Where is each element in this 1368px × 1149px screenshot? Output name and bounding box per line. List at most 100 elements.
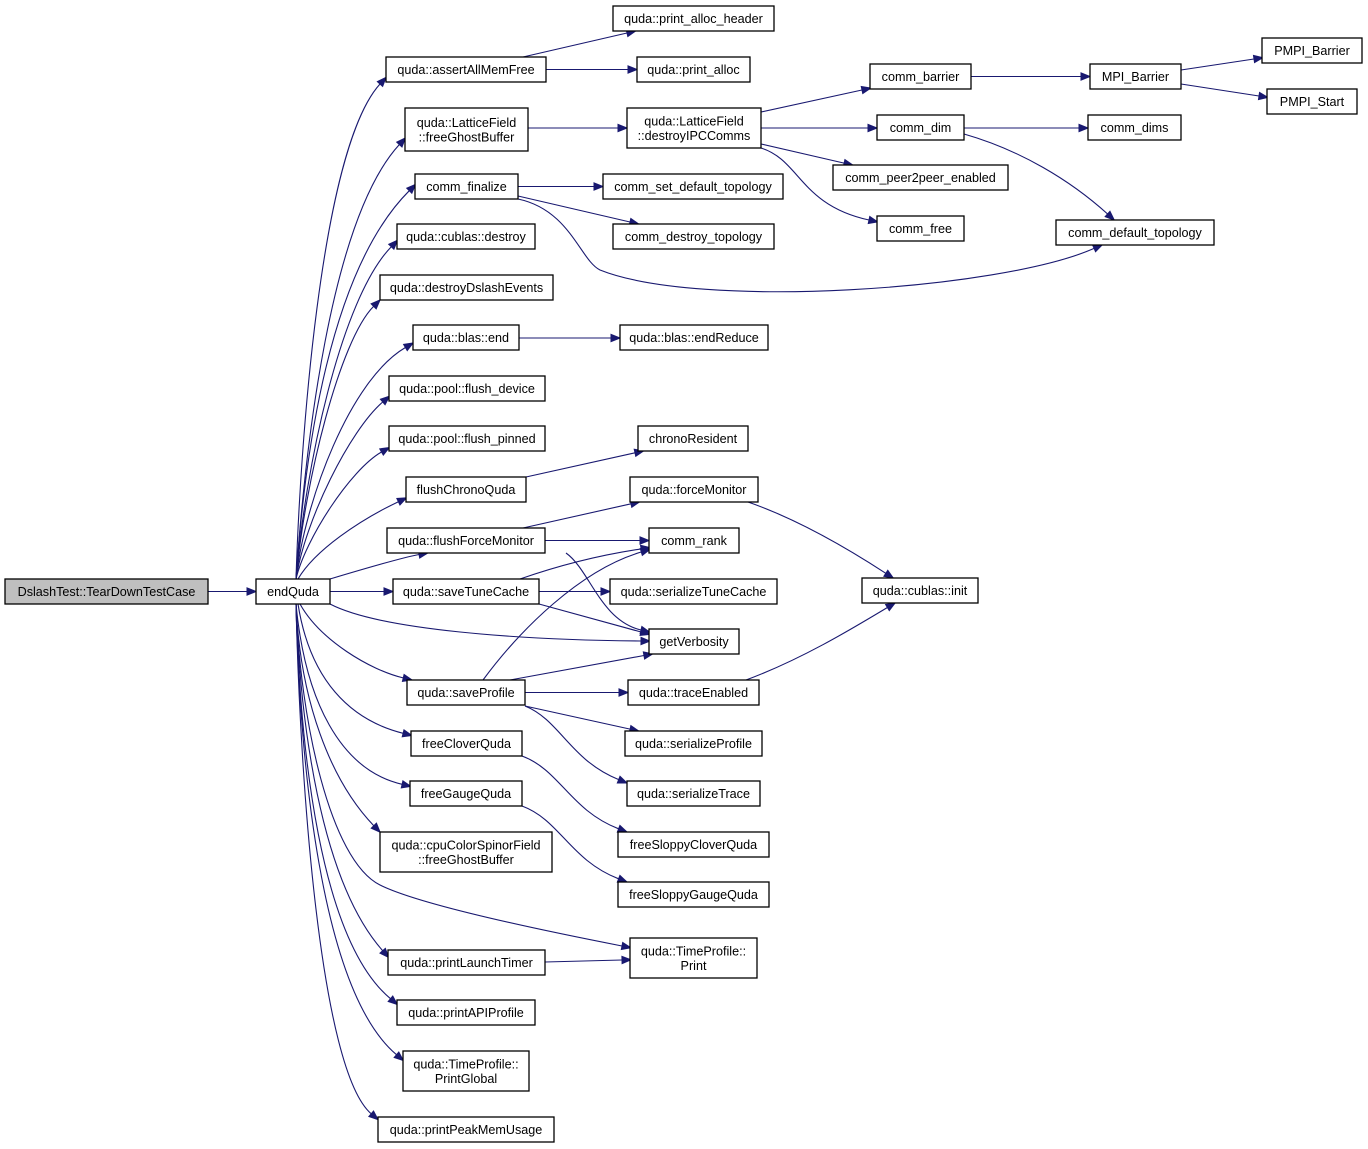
node-label-PMPI_Barrier: PMPI_Barrier: [1274, 44, 1350, 58]
node-tp_Print[interactable]: quda::TimeProfile::Print: [629, 937, 758, 979]
node-label-flush_pinned: quda::pool::flush_pinned: [398, 432, 535, 446]
node-box-comm_rank: [648, 527, 740, 554]
node-box-printAPIProfile: [396, 999, 536, 1026]
arrowhead-endQuda-to-destroyDslashEvents: [370, 299, 381, 310]
arrowhead-endQuda-to-assertAllMemFree: [376, 76, 387, 88]
arrowhead-endQuda-to-printLaunchTimer: [379, 947, 390, 959]
node-label-tp_Print-1: Print: [681, 959, 707, 973]
node-serializeProfile[interactable]: quda::serializeProfile: [624, 730, 763, 757]
node-MPI_Barrier[interactable]: MPI_Barrier: [1089, 63, 1182, 90]
node-box-blas_end: [412, 324, 520, 351]
node-comm_dims[interactable]: comm_dims: [1087, 114, 1182, 141]
node-comm_dim[interactable]: comm_dim: [876, 114, 965, 141]
node-chronoResident[interactable]: chronoResident: [637, 425, 749, 452]
node-destroyIPCComms[interactable]: quda::LatticeField::destroyIPCComms: [626, 107, 762, 149]
node-label-comm_dim: comm_dim: [890, 121, 952, 135]
node-label-endReduce: quda::blas::endReduce: [629, 331, 759, 345]
edge-endQuda-to-printPeakMemUsage: [295, 603, 372, 1115]
arrowhead-comm_barrier-to-MPI_Barrier: [1080, 72, 1092, 81]
node-printLaunchTimer[interactable]: quda::printLaunchTimer: [387, 949, 546, 976]
node-root[interactable]: DslashTest::TearDownTestCase: [4, 578, 209, 605]
node-freeSloppyGaugeQuda[interactable]: freeSloppyGaugeQuda: [617, 881, 770, 908]
node-printPeakMemUsage[interactable]: quda::printPeakMemUsage: [377, 1116, 555, 1143]
node-label-cublas_destroy: quda::cublas::destroy: [406, 230, 526, 244]
node-box-flushForceMonitor: [386, 527, 546, 554]
node-freeGaugeQuda[interactable]: freeGaugeQuda: [409, 780, 523, 807]
node-traceEnabled[interactable]: quda::traceEnabled: [627, 679, 760, 706]
node-flushChronoQuda[interactable]: flushChronoQuda: [405, 476, 527, 503]
edge-endQuda-to-cpu_freeGhostBuffer: [295, 603, 375, 827]
node-label-destroyIPCComms-1: ::destroyIPCComms: [638, 129, 751, 143]
node-PMPI_Barrier[interactable]: PMPI_Barrier: [1261, 37, 1363, 64]
node-print_alloc[interactable]: quda::print_alloc: [636, 56, 751, 83]
node-serializeTrace[interactable]: quda::serializeTrace: [626, 780, 761, 807]
node-getVerbosity[interactable]: getVerbosity: [648, 628, 740, 655]
node-box-getVerbosity: [648, 628, 740, 655]
arrowhead-endQuda-to-printAPIProfile: [387, 995, 399, 1006]
node-flush_pinned[interactable]: quda::pool::flush_pinned: [388, 425, 546, 452]
edge-saveTuneCache-to-getVerbosity: [538, 603, 642, 633]
node-cublas_destroy[interactable]: quda::cublas::destroy: [396, 223, 536, 250]
node-label-serializeProfile: quda::serializeProfile: [635, 737, 752, 751]
node-label-saveProfile: quda::saveProfile: [417, 686, 514, 700]
node-printAPIProfile[interactable]: quda::printAPIProfile: [396, 999, 536, 1026]
node-box-serializeTuneCache: [609, 578, 778, 605]
node-label-flushChronoQuda: flushChronoQuda: [417, 483, 516, 497]
edge-endQuda-to-comm_finalize: [295, 190, 410, 580]
edge-comm_dim-to-comm_default_topology: [963, 133, 1108, 215]
edge-flushForceMonitor-to-forceMonitor: [522, 503, 632, 529]
node-serializeTuneCache[interactable]: quda::serializeTuneCache: [609, 578, 778, 605]
node-forceMonitor[interactable]: quda::forceMonitor: [629, 476, 759, 503]
node-endReduce[interactable]: quda::blas::endReduce: [619, 324, 769, 351]
node-comm_peer2peer_enabled[interactable]: comm_peer2peer_enabled: [832, 164, 1009, 191]
node-comm_destroy_topology[interactable]: comm_destroy_topology: [612, 223, 775, 250]
node-comm_barrier[interactable]: comm_barrier: [869, 63, 972, 90]
node-comm_free[interactable]: comm_free: [876, 215, 965, 242]
node-box-comm_free: [876, 215, 965, 242]
node-comm_rank[interactable]: comm_rank: [648, 527, 740, 554]
node-endQuda[interactable]: endQuda: [255, 578, 331, 605]
node-box-freeSloppyGaugeQuda: [617, 881, 770, 908]
node-printGlobal[interactable]: quda::TimeProfile::PrintGlobal: [402, 1050, 530, 1092]
arrowhead-lf_freeGhostBuffer-to-destroyIPCComms: [617, 123, 629, 133]
arrowhead-comm_dim-to-comm_dims: [1078, 123, 1090, 133]
node-print_alloc_header[interactable]: quda::print_alloc_header: [612, 5, 775, 32]
node-comm_finalize[interactable]: comm_finalize: [414, 173, 519, 200]
node-box-comm_dim: [876, 114, 965, 141]
edge-printLaunchTimer-to-tp_Print: [544, 959, 623, 963]
node-box-comm_dims: [1087, 114, 1182, 141]
node-lf_freeGhostBuffer[interactable]: quda::LatticeField::freeGhostBuffer: [404, 107, 529, 152]
node-box-lf_freeGhostBuffer: [404, 107, 529, 152]
node-comm_default_topology[interactable]: comm_default_topology: [1055, 219, 1215, 246]
edge-traceEnabled-to-cublas_init: [745, 607, 888, 681]
node-saveTuneCache[interactable]: quda::saveTuneCache: [392, 578, 540, 605]
node-label-comm_finalize: comm_finalize: [426, 180, 507, 194]
node-freeCloverQuda[interactable]: freeCloverQuda: [410, 730, 523, 757]
node-comm_set_default_topology[interactable]: comm_set_default_topology: [602, 173, 784, 200]
node-flushForceMonitor[interactable]: quda::flushForceMonitor: [386, 527, 546, 554]
node-flush_device[interactable]: quda::pool::flush_device: [388, 375, 546, 402]
node-box-endQuda: [255, 578, 331, 605]
edge-destroyIPCComms-to-comm_peer2peer_enabled: [760, 143, 845, 164]
node-cpu_freeGhostBuffer[interactable]: quda::cpuColorSpinorField::freeGhostBuff…: [379, 831, 553, 873]
node-box-serializeTrace: [626, 780, 761, 807]
node-freeSloppyCloverQuda[interactable]: freeSloppyCloverQuda: [617, 831, 770, 858]
node-saveProfile[interactable]: quda::saveProfile: [406, 679, 526, 706]
node-destroyDslashEvents[interactable]: quda::destroyDslashEvents: [379, 274, 554, 301]
node-box-printGlobal: [402, 1050, 530, 1092]
node-box-destroyDslashEvents: [379, 274, 554, 301]
node-cublas_init[interactable]: quda::cublas::init: [861, 577, 979, 604]
node-box-freeCloverQuda: [410, 730, 523, 757]
edge-freeCloverQuda-to-freeSloppyCloverQuda: [521, 755, 619, 830]
edge-saveProfile-to-serializeProfile: [524, 705, 631, 730]
node-box-saveProfile: [406, 679, 526, 706]
node-PMPI_Start[interactable]: PMPI_Start: [1266, 88, 1358, 115]
node-label-lf_freeGhostBuffer-0: quda::LatticeField: [417, 116, 516, 130]
node-blas_end[interactable]: quda::blas::end: [412, 324, 520, 351]
edge-saveProfile-to-serializeTrace: [524, 705, 619, 781]
node-assertAllMemFree[interactable]: quda::assertAllMemFree: [385, 56, 547, 83]
edge-assertAllMemFree-to-print_alloc_header: [522, 32, 628, 58]
arrowhead-flushForceMonitor-to-comm_rank: [639, 536, 651, 545]
